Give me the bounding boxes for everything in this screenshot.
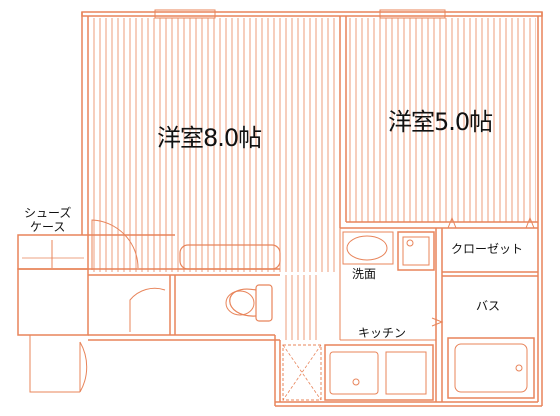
shoe-case-label-2: ケース (30, 220, 66, 234)
floor-hatch-corridor (285, 275, 317, 340)
washroom-label: 洗面 (352, 267, 377, 281)
bath-label: バス (476, 299, 501, 313)
room-label-large: 洋室8.0帖 (157, 124, 262, 152)
floor-hatch-large-room (93, 18, 340, 272)
room-label-small: 洋室5.0帖 (388, 108, 493, 136)
kitchen-label: キッチン (358, 326, 407, 340)
walls (17, 9, 543, 407)
closet-label: クローゼット (451, 242, 524, 256)
floor-hatch-small-room (349, 18, 536, 222)
shoe-case-label-1: シューズ (24, 206, 72, 220)
